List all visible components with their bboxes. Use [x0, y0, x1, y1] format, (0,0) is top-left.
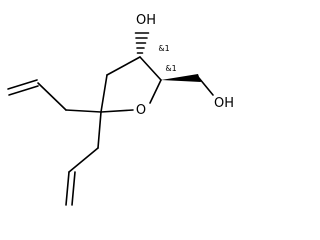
bond-ring-c4-c3: [106, 56, 141, 76]
stereo-label-c2: &1: [165, 64, 176, 73]
stereo-label-c3: &1: [158, 44, 169, 53]
bond-ring-o-c5: [100, 109, 134, 113]
bond-vinyl-top-outer: [7, 79, 38, 90]
molecule-structure-diagram: O OH OH &1 &1: [7, 13, 234, 206]
bond-allyl-bottom-ch2: [97, 111, 102, 149]
hashed-bond-c3-oh: [134, 32, 150, 54]
bond-ch2-oh: [198, 77, 214, 96]
bond-ring-c5-c4: [100, 74, 108, 113]
bond-vinyl-bottom-left: [65, 171, 70, 206]
bond-vinyl-bottom-right: [71, 171, 76, 206]
ring-oxygen-label: O: [136, 103, 146, 118]
bond-ring-c3-c2: [139, 56, 162, 81]
bond-vinyl-top-inner: [8, 85, 39, 96]
bond-allyl-bottom-ch: [68, 147, 99, 173]
hydroxyl-top-label: OH: [136, 13, 156, 28]
bond-allyl-top-ch: [37, 82, 67, 111]
bond-allyl-top-ch2: [65, 109, 102, 113]
wedge-bond-c2-ch2: [161, 74, 201, 82]
bond-ring-c2-o: [149, 79, 162, 104]
hydroxyl-right-label: OH: [214, 96, 234, 111]
